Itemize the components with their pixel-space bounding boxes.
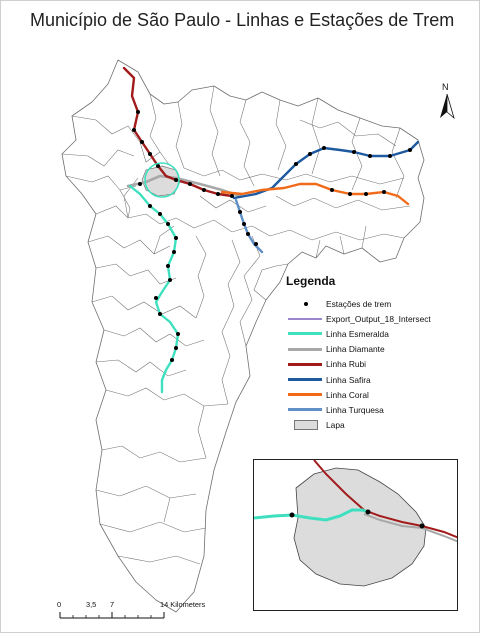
station-dot (176, 332, 180, 336)
map-title: Município de São Paulo - Linhas e Estaçõ… (30, 10, 455, 30)
inset-station-dot (419, 523, 425, 529)
legend-label: Linha Safira (326, 374, 371, 385)
station-dot (322, 146, 326, 150)
legend-symbol (286, 298, 326, 310)
inset-station-dot (365, 509, 371, 515)
station-dot (136, 110, 140, 114)
north-label: N (442, 82, 449, 92)
legend-item: Linha Rubi (286, 357, 456, 372)
scale-bar: 0 3,5 7 14 Kilometers (56, 600, 236, 626)
station-dot (132, 128, 136, 132)
station-dot (230, 194, 234, 198)
north-arrow: N (436, 82, 458, 122)
legend-item: Linha Coral (286, 387, 456, 402)
station-dot (156, 164, 160, 168)
inset-lapa-district (293, 467, 427, 587)
station-dot (352, 150, 356, 154)
legend-symbol (286, 404, 326, 416)
legend-label: Export_Output_18_Intersect (326, 313, 431, 324)
station-dot (166, 222, 170, 226)
station-dot (174, 178, 178, 182)
lapa-inset-map (253, 459, 458, 611)
scale-bar-graphic (59, 612, 165, 619)
station-dot (242, 222, 246, 226)
station-dot (216, 192, 220, 196)
legend-label: Linha Esmeralda (326, 328, 389, 339)
legend-item: Linha Diamante (286, 342, 456, 357)
station-dot (330, 188, 334, 192)
station-dot (388, 154, 392, 158)
scale-tick-label: 14 Kilometers (160, 600, 206, 609)
station-dot (238, 210, 242, 214)
station-dot (254, 242, 258, 246)
legend-title: Legenda (286, 274, 336, 288)
linha-coral (220, 182, 410, 206)
station-dot (172, 250, 176, 254)
scale-tick-label: 7 (110, 600, 115, 609)
station-dot (154, 296, 158, 300)
station-dot (138, 182, 142, 186)
legend-label: Linha Rubi (326, 359, 367, 370)
lapa-highlight-ring (144, 162, 180, 198)
legend-label: Linha Diamante (326, 344, 385, 355)
legend-item: Linha Safira (286, 372, 456, 387)
station-dot (148, 152, 152, 156)
legend-symbol (286, 374, 326, 386)
scale-tick-label: 0 (57, 600, 62, 609)
legend-symbol (286, 343, 326, 355)
station-dot (246, 232, 250, 236)
train-stations (132, 110, 412, 362)
station-dot (168, 278, 172, 282)
legend-item: Lapa (286, 418, 456, 433)
legend-label: Linha Turquesa (326, 404, 384, 415)
legend-symbol (286, 419, 326, 431)
district-boundaries (61, 85, 411, 565)
station-dot (158, 212, 162, 216)
station-dot (308, 152, 312, 156)
legend-label: Lapa (326, 420, 345, 431)
legend-symbol (286, 358, 326, 370)
north-arrow-icon (440, 93, 455, 120)
station-dot (202, 188, 206, 192)
station-dot (188, 182, 192, 186)
station-dot (148, 204, 152, 208)
station-dot (174, 236, 178, 240)
legend-symbol (286, 328, 326, 340)
station-dot (294, 162, 298, 166)
legend-item: Linha Turquesa (286, 402, 456, 417)
inset-linha-esmeralda (254, 508, 369, 522)
station-dot (158, 312, 162, 316)
station-dot (348, 192, 352, 196)
inset-map (254, 460, 457, 587)
linha-rubi (122, 66, 234, 198)
station-dot (408, 148, 412, 152)
station-dot (166, 264, 170, 268)
inset-station-dot (289, 512, 295, 518)
legend-item: Linha Esmeralda (286, 326, 456, 341)
legend-item: Estações de trem (286, 296, 456, 311)
station-dot (174, 346, 178, 350)
legend-label: Linha Coral (326, 389, 369, 400)
station-dot (382, 190, 386, 194)
scale-tick-label: 3,5 (86, 600, 97, 609)
legend-item: Export_Output_18_Intersect (286, 311, 456, 326)
station-dot (368, 154, 372, 158)
inset-linha-diamante (363, 513, 457, 543)
inset-linha-rubi (313, 460, 457, 539)
legend-label: Estações de trem (326, 298, 392, 309)
station-dot (170, 358, 174, 362)
legend-symbol (286, 389, 326, 401)
legend-symbol (286, 313, 326, 325)
station-dot (140, 140, 144, 144)
station-dot (364, 192, 368, 196)
